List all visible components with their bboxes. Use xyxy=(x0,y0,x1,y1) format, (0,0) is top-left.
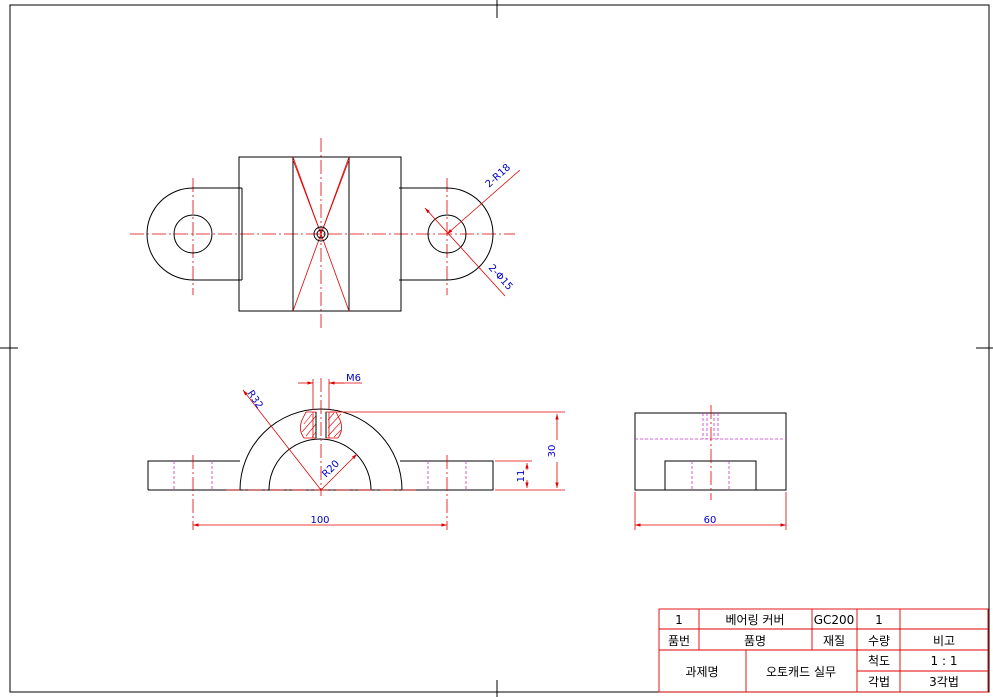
left-bolt-hole xyxy=(173,214,213,254)
dim-thread-m6: M6 xyxy=(346,373,361,384)
dim-height-base: 11 xyxy=(516,470,527,483)
header-project: 과제명 xyxy=(685,665,718,679)
part-number: 1 xyxy=(675,613,683,627)
project-name: 오토캐드 실무 xyxy=(766,665,836,679)
side-view: 60 xyxy=(634,405,787,530)
right-ear-outline xyxy=(399,187,494,281)
dim-fillet-radius: 2-R18 xyxy=(484,162,513,190)
left-ear-outline xyxy=(146,187,242,281)
front-view: M6 R32 R20 30 11 100 xyxy=(147,373,565,530)
dim-width-side: 60 xyxy=(704,515,717,526)
header-projection: 각법 xyxy=(868,675,890,689)
header-material: 재질 xyxy=(823,634,845,648)
header-remarks: 비고 xyxy=(933,634,955,648)
title-block: 1 베어링 커버 GC200 1 품번 품명 재질 수량 비고 과제명 오토캐드… xyxy=(658,608,989,693)
inner-arc-r20 xyxy=(268,438,372,491)
dim-outer-radius: R32 xyxy=(245,389,265,411)
header-scale: 척도 xyxy=(868,654,890,668)
header-part-name: 품명 xyxy=(744,634,766,648)
dim-inner-radius: R20 xyxy=(320,458,342,480)
m6-hole-top xyxy=(313,226,329,242)
quantity: 1 xyxy=(875,613,883,627)
dim-hole-diameter: 2-Φ15 xyxy=(486,263,515,293)
projection-method: 3각법 xyxy=(929,675,959,689)
dim-width-front: 100 xyxy=(310,515,329,526)
scale-value: 1 : 1 xyxy=(931,654,958,668)
thread-section-hatch xyxy=(300,411,342,439)
central-body xyxy=(238,156,402,312)
header-part-number: 품번 xyxy=(668,634,690,648)
dim-height-total: 30 xyxy=(547,445,558,458)
top-view: 2-R18 2-Φ15 xyxy=(130,138,521,330)
material: GC200 xyxy=(814,613,855,627)
header-quantity: 수량 xyxy=(868,634,890,648)
part-name: 베어링 커버 xyxy=(725,613,784,627)
right-bolt-hole xyxy=(427,214,467,254)
